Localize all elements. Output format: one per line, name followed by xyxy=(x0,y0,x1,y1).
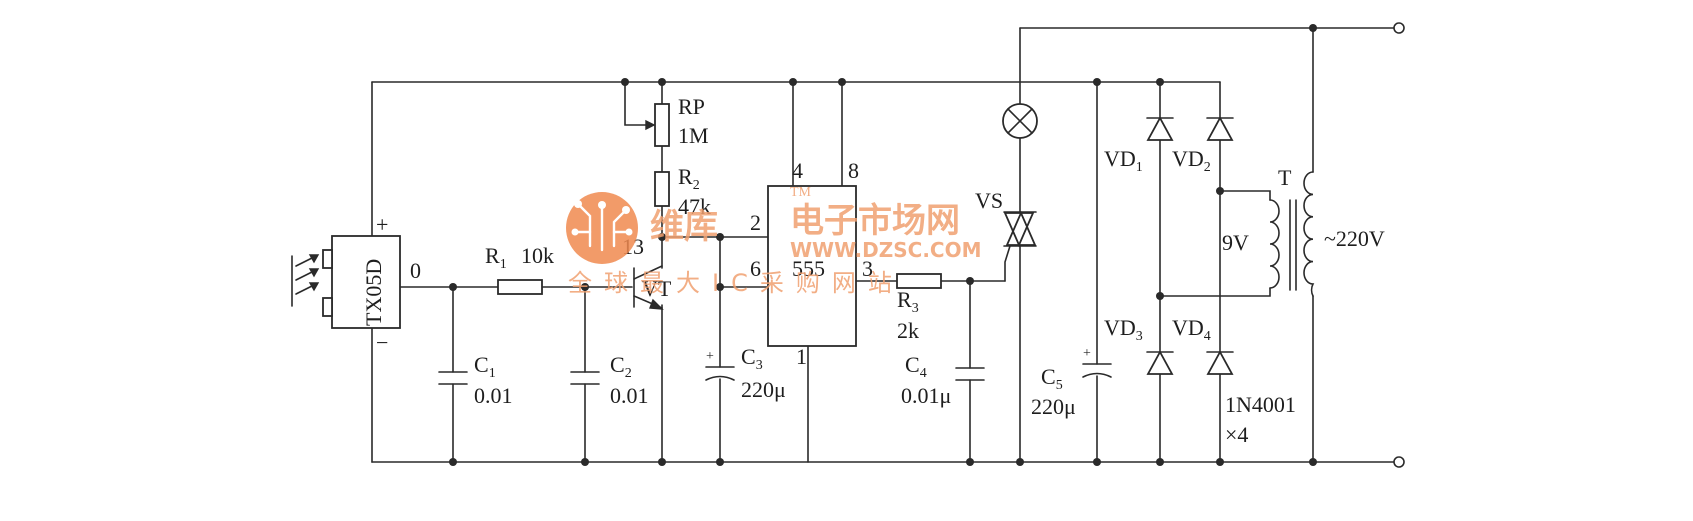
sensor-out-pin: 0 xyxy=(410,258,421,283)
r3-sub: 3 xyxy=(912,301,919,316)
light-arrows-icon xyxy=(291,254,320,307)
transformer-primary: ~220V xyxy=(1324,226,1385,251)
vt-name: VT xyxy=(642,276,672,301)
watermark-tm: TM xyxy=(790,185,812,200)
c3-value: 220μ xyxy=(741,377,786,402)
c2-sub: 2 xyxy=(625,366,632,381)
watermark-title: 电子市场网 xyxy=(790,201,960,241)
watermark-logo-circuit-icon xyxy=(576,204,628,252)
r1-sub: 1 xyxy=(500,257,507,272)
vd2-name: VD xyxy=(1172,146,1204,171)
capacitor-c3: + C3 220μ xyxy=(705,344,786,402)
r1-value: 10k xyxy=(521,243,554,268)
c4-value: 0.01μ xyxy=(901,383,951,408)
r3-value: 2k xyxy=(897,318,919,343)
r3-name: R xyxy=(897,287,912,312)
diode-type: 1N4001 xyxy=(1225,392,1296,417)
ic-pin4: 4 xyxy=(792,158,803,183)
r2-sub: 2 xyxy=(693,178,700,193)
sensor-minus: − xyxy=(376,330,388,355)
sensor-name: TX05D xyxy=(361,259,386,326)
vd4-sub: 4 xyxy=(1204,329,1211,344)
rp-name: RP xyxy=(678,94,705,119)
ac-terminal-top xyxy=(1393,22,1405,34)
ic-pin2: 2 xyxy=(750,210,761,235)
capacitor-c1: C1 0.01 xyxy=(438,352,513,408)
svg-text:C4: C4 xyxy=(905,352,927,381)
resistor-r2: R2 47k xyxy=(654,164,711,219)
svg-text:C3: C3 xyxy=(741,344,763,373)
c1-name: C xyxy=(474,352,489,377)
triac-vs: VS xyxy=(975,188,1037,282)
rp-value: 1M xyxy=(678,123,709,148)
vd3-sub: 3 xyxy=(1136,329,1143,344)
svg-text:VD4: VD4 xyxy=(1172,315,1211,344)
vd1-sub: 1 xyxy=(1136,160,1143,175)
c5-name: C xyxy=(1041,364,1056,389)
svg-text:R3: R3 xyxy=(897,287,919,316)
vd1-name: VD xyxy=(1104,146,1136,171)
svg-text:VD1: VD1 xyxy=(1104,146,1143,175)
vs-name: VS xyxy=(975,188,1003,213)
c5-sub: 5 xyxy=(1056,378,1063,393)
resistor-r3: R3 2k xyxy=(896,273,942,343)
capacitor-c2: C2 0.01 xyxy=(570,352,649,408)
svg-text:VD3: VD3 xyxy=(1104,315,1143,344)
watermark-brand: 维库 xyxy=(650,207,718,247)
ic-pin6: 6 xyxy=(750,256,761,281)
c3-name: C xyxy=(741,344,756,369)
c4-sub: 4 xyxy=(920,366,927,381)
r2-value: 47k xyxy=(678,194,711,219)
capacitor-c5: + C5 220μ xyxy=(1031,346,1112,419)
diode-vd3: VD3 xyxy=(1104,315,1174,375)
lamp-icon xyxy=(1002,103,1038,139)
vd3-name: VD xyxy=(1104,315,1136,340)
r2-name: R xyxy=(678,164,693,189)
c5-plus: + xyxy=(1083,346,1091,361)
c3-sub: 3 xyxy=(756,358,763,373)
diode-vd1: VD1 xyxy=(1104,116,1174,175)
wiring xyxy=(371,27,1396,463)
watermark-url: WWW.DZSC.COM xyxy=(790,238,982,262)
svg-text:VD2: VD2 xyxy=(1172,146,1211,175)
ic-555: 555 4 8 2 6 3 1 xyxy=(750,158,873,369)
c3-plus: + xyxy=(706,349,714,364)
c1-sub: 1 xyxy=(489,366,496,381)
vd2-sub: 2 xyxy=(1204,160,1211,175)
ic-pin1: 1 xyxy=(796,344,807,369)
ic-name: 555 xyxy=(792,256,825,281)
diode-vd2: VD2 xyxy=(1172,116,1234,175)
transformer-secondary: 9V xyxy=(1222,230,1249,255)
capacitor-c4: C4 0.01μ xyxy=(901,352,985,408)
svg-text:R1: R1 xyxy=(485,243,507,272)
r1-name: R xyxy=(485,243,500,268)
resistor-r1: R1 10k xyxy=(485,243,554,295)
vd4-name: VD xyxy=(1172,315,1204,340)
svg-text:R2: R2 xyxy=(678,164,700,193)
transformer-name: T xyxy=(1278,165,1292,190)
junction-dots xyxy=(449,24,1317,466)
c4-name: C xyxy=(905,352,920,377)
ic-pin8: 8 xyxy=(848,158,859,183)
svg-text:C1: C1 xyxy=(474,352,496,381)
ic-pin3: 3 xyxy=(862,256,873,281)
potentiometer-rp: RP 1M xyxy=(645,94,709,148)
watermark: 维库 电子市场网 WWW.DZSC.COM 全球最大IC采购网站 TM xyxy=(566,185,982,297)
diode-qty: ×4 xyxy=(1225,422,1248,447)
c5-value: 220μ xyxy=(1031,394,1076,419)
c1-value: 0.01 xyxy=(474,383,513,408)
sensor-plus: + xyxy=(376,212,388,237)
svg-text:C5: C5 xyxy=(1041,364,1063,393)
sensor-tx05d: TX05D + − 0 xyxy=(322,212,421,355)
diode-vd4: VD4 xyxy=(1172,315,1234,375)
c2-value: 0.01 xyxy=(610,383,649,408)
svg-text:C2: C2 xyxy=(610,352,632,381)
ac-terminal-bottom xyxy=(1393,456,1405,468)
c2-name: C xyxy=(610,352,625,377)
watermark-tagline: 全球最大IC采购网站 xyxy=(568,269,904,297)
transformer-t: T 9V ~220V xyxy=(1222,165,1385,297)
